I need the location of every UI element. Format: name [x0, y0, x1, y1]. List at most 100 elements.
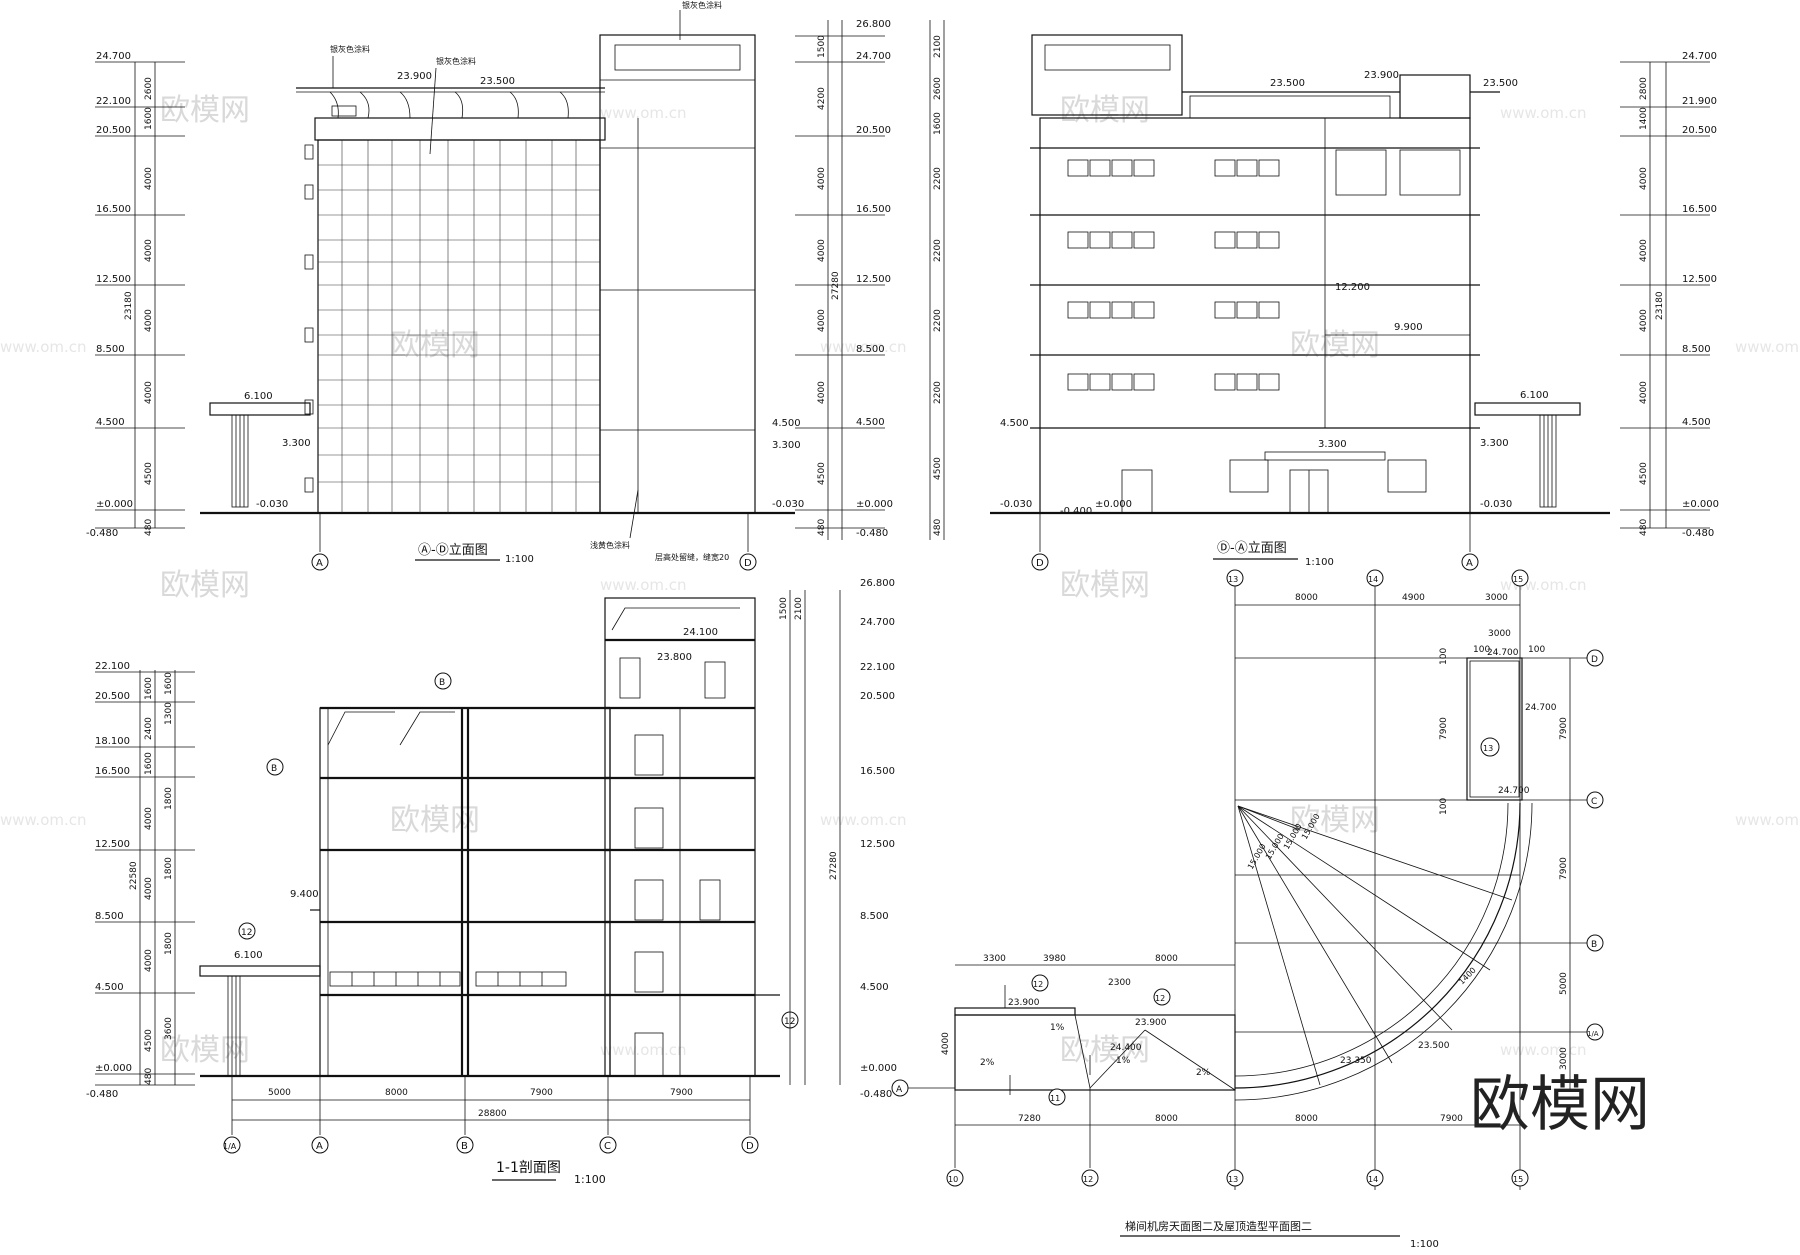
level-label: 8.500: [856, 344, 885, 355]
dimension-label: 4000: [144, 807, 154, 830]
dimension-label: 2300: [1108, 978, 1131, 988]
dimension-label: 7900: [1559, 717, 1569, 740]
dimension-label: 480: [144, 519, 154, 536]
dimension-label: 100: [1439, 648, 1449, 665]
dimension-label: 4900: [1402, 593, 1425, 603]
dimension-label: 4000: [941, 1032, 951, 1055]
callout-bubble: 11: [1050, 1094, 1060, 1103]
level-label: 16.500: [856, 204, 891, 215]
level-label: 16.500: [95, 766, 130, 777]
right-level-column: 24.700 21.900 20.500 16.500 12.500 8.500…: [1620, 51, 1719, 539]
level-mark: -0.030: [772, 499, 804, 510]
level-label: 22.100: [860, 662, 895, 673]
dimension-label: 4000: [1639, 239, 1649, 262]
slope-label: 2%: [980, 1058, 995, 1068]
level-label: ±0.000: [96, 499, 133, 510]
watermark-text: 欧模网: [160, 568, 250, 603]
level-label: 12.500: [1682, 274, 1717, 285]
note-label: 银灰色涂料: [436, 56, 476, 66]
dimension-label: 4000: [1639, 167, 1649, 190]
dimension-label: 1600: [144, 752, 154, 775]
watermark-url: www.om.cn: [1500, 1041, 1587, 1059]
drawing-title: 1-1剖面图: [496, 1160, 561, 1176]
dimension-label: 2200: [933, 309, 943, 332]
axis-label: 15: [1513, 1175, 1523, 1184]
level-label: 20.500: [860, 691, 895, 702]
level-label: 8.500: [96, 344, 125, 355]
axis-label: D: [744, 558, 752, 569]
dimension-label: 22580: [129, 861, 139, 890]
level-label: -0.480: [86, 1089, 118, 1100]
axis-label: 15: [1513, 575, 1523, 584]
level-mark: 23.500: [1483, 78, 1518, 89]
level-label: -0.480: [856, 528, 888, 539]
level-label: 8.500: [95, 911, 124, 922]
watermark-text: 欧模网: [1060, 568, 1150, 603]
axis-label: D: [1591, 655, 1598, 665]
callout-bubble: 12: [241, 928, 252, 938]
callout-bubble: B: [439, 678, 445, 688]
level-mark: 6.100: [244, 391, 273, 402]
watermark-text: 欧模网: [160, 93, 250, 128]
level-label: ±0.000: [856, 499, 893, 510]
dimension-label: 4000: [144, 309, 154, 332]
axis-label: A: [316, 558, 323, 569]
watermark-text: 欧模网: [390, 803, 480, 838]
dimension-label: 2100: [933, 35, 943, 58]
dimension-label: 7900: [1559, 857, 1569, 880]
dimension-label: 2400: [144, 717, 154, 740]
watermark-text: 欧模网: [390, 328, 480, 363]
watermark-url: www.om.cn: [600, 1041, 687, 1059]
dimension-label: 1500: [817, 35, 827, 58]
level-label: 21.900: [1682, 96, 1717, 107]
level-mark: 23.900: [397, 71, 432, 82]
elevation-d-a: 23.500 23.900 23.500 12.200 9.900 3.300: [990, 34, 1610, 571]
level-mark: 6.100: [234, 950, 263, 961]
section-frame: 24.100 23.800 6.100 9.400: [199, 597, 780, 1077]
watermark-text: 欧模网: [1290, 803, 1380, 838]
dimension-label: 480: [933, 519, 943, 536]
stair-tower: 银灰色涂料 浅黄色涂料 层高处留缝，缝宽20: [590, 0, 756, 562]
level-label: 4.500: [96, 417, 125, 428]
dimension-label: 8000: [1155, 1114, 1178, 1124]
level-mark: -0.400: [1060, 506, 1092, 517]
dimension-label: 2800: [1639, 77, 1649, 100]
dimension-label: 1600: [164, 672, 174, 695]
level-mark: -0.030: [256, 499, 288, 510]
dimension-label: 4000: [144, 949, 154, 972]
dimension-label: 100: [1528, 645, 1545, 655]
level-label: 26.800: [856, 19, 891, 30]
dimension-label: 3980: [1043, 954, 1066, 964]
level-mark: 24.700: [1487, 648, 1519, 658]
dimension-label: 1500: [779, 597, 789, 620]
level-label: 4.500: [1682, 417, 1711, 428]
watermark-url: www.om.cn: [1500, 104, 1587, 122]
slope-label: 2%: [1196, 1068, 1211, 1078]
level-label: 18.100: [95, 736, 130, 747]
level-mark: 9.400: [290, 889, 319, 900]
dimension-label: 8000: [1295, 593, 1318, 603]
roof-plan: 8000 4900 3000 13 14 15 100 3000 100 24.…: [891, 569, 1604, 1250]
watermark-layer: 欧模网 www.om.cn 欧模网 www.om.cn www.om.cn 欧模…: [0, 93, 1800, 1068]
curved-roof-arc: 15.000 15.000 15.000 15.000 23.350 23.50…: [1234, 802, 1533, 1101]
dimension-label: 1400: [1639, 107, 1649, 130]
dimension-label: 7900: [530, 1088, 553, 1098]
dimension-label: 2200: [933, 381, 943, 404]
section-right-level-column: 26.800 24.700 22.100 20.500 16.500 12.50…: [779, 578, 897, 1100]
watermark-url: www.om.cn: [0, 811, 87, 829]
dimension-label: 8000: [1155, 954, 1178, 964]
level-mark: 3.300: [772, 440, 801, 451]
level-label: 8.500: [860, 911, 889, 922]
level-label: 4.500: [95, 982, 124, 993]
dimension-label: 480: [144, 1068, 154, 1085]
level-mark: 4.500: [1000, 418, 1029, 429]
watermark-text: 欧模网: [1060, 93, 1150, 128]
level-label: 16.500: [860, 766, 895, 777]
dimension-label: 7900: [1439, 717, 1449, 740]
level-mark: 23.900: [1364, 70, 1399, 81]
callout-bubble: B: [271, 764, 277, 774]
entrance-canopy: 6.100: [209, 391, 311, 508]
axis-label: 12: [1083, 1175, 1093, 1184]
axis-label: 10: [948, 1175, 958, 1184]
axis-label: A: [1466, 558, 1473, 569]
